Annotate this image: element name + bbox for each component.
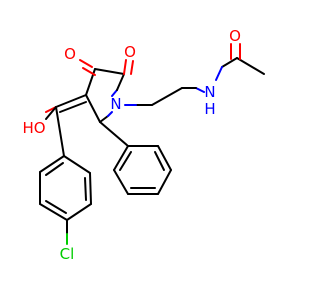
bond-c2-to-phenyl — [99, 121, 129, 147]
bond-aryl-inner-3 — [45, 162, 64, 176]
atom-cl: Cl — [60, 245, 75, 263]
molecule-diagram: O N H N O O HO Cl — [22, 27, 265, 263]
bond-nh-to-carbonyl — [215, 66, 223, 81]
bond-exocyclic-to-aryl — [55, 106, 65, 157]
atom-labels: O N H N O O HO Cl — [22, 27, 240, 263]
atom-oh-hydroxy: HO — [22, 119, 45, 137]
bond-phenyl-6 — [113, 145, 129, 171]
atom-n-amide: N — [204, 83, 215, 101]
bond-c4-oxygen-2 — [82, 67, 96, 76]
atom-n-ring: N — [110, 95, 121, 113]
bond-n-to-c5-a — [111, 89, 118, 97]
bond-hydroxy-carbon-to-o — [45, 106, 57, 120]
bond-phenyl-3 — [157, 169, 172, 195]
atom-o-keto-right: O — [124, 43, 136, 61]
bond-aryl-6 — [39, 155, 65, 173]
bond-phenyl-inner-3 — [119, 151, 132, 171]
bond-phenyl-inner-1 — [154, 151, 165, 171]
molecule-structure: O N H N O O HO Cl — [22, 27, 265, 263]
bond-c4-oxygen-1 — [79, 59, 93, 68]
bond-carbonyl-to-nh — [221, 57, 238, 68]
bond-c5-oxygen-1 — [123, 59, 127, 75]
bond-aryl-inner-1 — [84, 177, 87, 201]
bond-aryl-4 — [39, 203, 68, 221]
bond-aryl-inner-2 — [45, 200, 67, 214]
bond-c2-to-n-b — [107, 111, 113, 117]
atom-o-acetamide: O — [229, 27, 241, 45]
atom-h-amide: H — [204, 100, 215, 118]
bond-phenyl-5 — [113, 169, 129, 195]
bond-c5-oxygen-2 — [130, 60, 134, 75]
bond-phenyl-2 — [157, 145, 172, 171]
bond-c3-exocyclic-2 — [59, 101, 87, 113]
bond-aryl-1 — [63, 155, 91, 174]
bond-nh-to-ch2-a — [195, 87, 205, 93]
bond-c5-c4 — [94, 68, 125, 75]
bond-aryl-2 — [89, 172, 92, 205]
bond-methyl-carbonyl — [236, 57, 265, 75]
bond-c3-c2 — [85, 94, 101, 123]
bonds — [39, 43, 265, 245]
bond-ch2-ch2 — [151, 87, 183, 106]
bond-n-to-c5-b — [116, 73, 125, 91]
bond-c2-to-n-a — [99, 115, 109, 123]
bond-c3-exocyclic-1 — [55, 94, 87, 108]
bond-aryl-3 — [66, 203, 92, 221]
atom-o-keto-left: O — [64, 45, 76, 63]
